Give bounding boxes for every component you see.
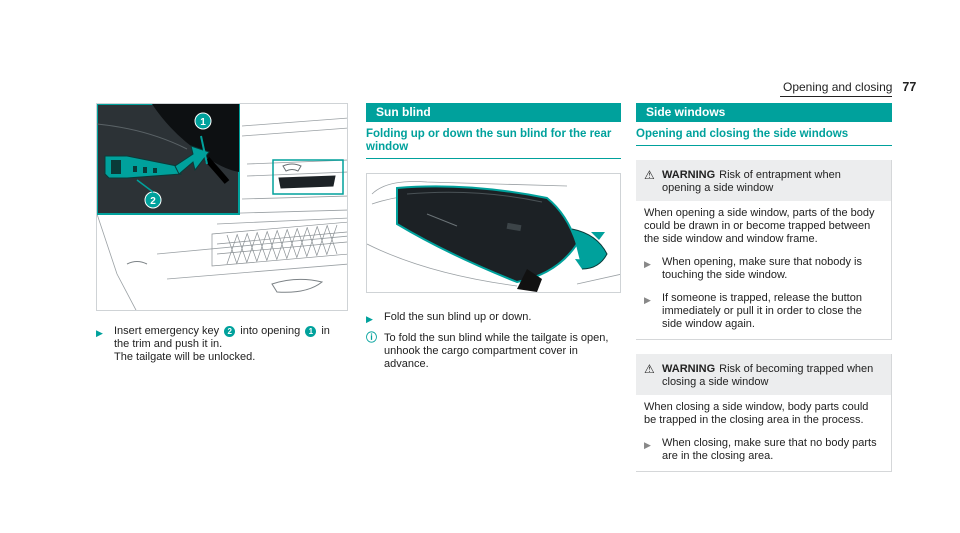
- header-section-title: Opening and closing: [783, 80, 893, 94]
- side-windows-subheading: Opening and closing the side windows: [636, 128, 892, 146]
- warning-label: WARNING: [662, 363, 716, 375]
- warning-triangle-icon: ⚠: [644, 168, 655, 182]
- warning-body: When closing a side window, body parts c…: [644, 401, 869, 426]
- fold-step: ▶ Fold the sun blind up or down.: [366, 311, 621, 326]
- fold-arrow-icon: [571, 228, 608, 270]
- page-number: 77: [902, 80, 917, 94]
- svg-text:1: 1: [200, 117, 206, 128]
- insert-arrow: [174, 145, 210, 175]
- step-arrow-icon: ▶: [644, 440, 651, 450]
- callout-2: 2: [144, 191, 162, 209]
- sun-blind-section-title: Sun blind: [366, 103, 621, 122]
- warning-step: ▶ When closing, make sure that no body p…: [644, 437, 877, 462]
- warning-label: WARNING: [662, 169, 716, 181]
- step-arrow-icon: ▶: [644, 259, 651, 269]
- insert-key-step: ▶ Insert emergency key 2 into opening 1 …: [96, 325, 348, 364]
- warning-body: When opening a side window, parts of the…: [644, 207, 875, 245]
- page-header: Opening and closing 77: [783, 80, 916, 94]
- left-column: 1 2 ▶ Insert emergency key 2 into openin…: [96, 103, 348, 364]
- step-arrow-icon: ▶: [96, 328, 103, 338]
- step-text-part1: Insert emergency key: [114, 325, 220, 337]
- step-arrow-icon: ▶: [366, 314, 373, 324]
- info-icon: ⓘ: [366, 332, 377, 344]
- detail-highlight-box: [272, 159, 344, 195]
- warning-title: Risk of entrapment when opening a side w…: [662, 169, 841, 194]
- warning-step: ▶ When opening, make sure that nobody is…: [644, 256, 862, 281]
- header-rule: [780, 96, 892, 97]
- step-arrow-icon: ▶: [644, 295, 651, 305]
- opening-number-badge: 1: [305, 326, 317, 337]
- tailgate-trim-illustration: 1 2: [96, 103, 348, 311]
- fold-note-text: To fold the sun blind while the tailgate…: [384, 332, 609, 370]
- step-result-text: The tailgate will be unlocked.: [114, 351, 256, 363]
- warning-triangle-icon: ⚠: [644, 362, 655, 376]
- warning-step: ▶ If someone is trapped, release the but…: [644, 292, 862, 330]
- warning-title: Risk of becoming trapped when closing a …: [662, 363, 874, 388]
- middle-column: Sun blind Folding up or down the sun bli…: [366, 103, 621, 371]
- step-text-part3: in the trim and push it in.: [114, 325, 330, 350]
- fold-note: ⓘ To fold the sun blind while the tailga…: [366, 332, 621, 371]
- right-column: Side windows Opening and closing the sid…: [636, 103, 892, 472]
- side-windows-section-title: Side windows: [636, 103, 892, 122]
- fold-step-text: Fold the sun blind up or down.: [384, 311, 532, 323]
- sun-blind-illustration: [366, 173, 621, 293]
- sun-blind-subheading: Folding up or down the sun blind for the…: [366, 128, 621, 159]
- tailgate-drawing: 1 2: [97, 104, 347, 310]
- callout-1: 1: [194, 112, 212, 130]
- step-text-part2: into opening: [240, 325, 301, 337]
- svg-text:2: 2: [150, 196, 156, 207]
- sun-blind-drawing: [367, 181, 620, 292]
- key-number-badge: 2: [224, 326, 236, 337]
